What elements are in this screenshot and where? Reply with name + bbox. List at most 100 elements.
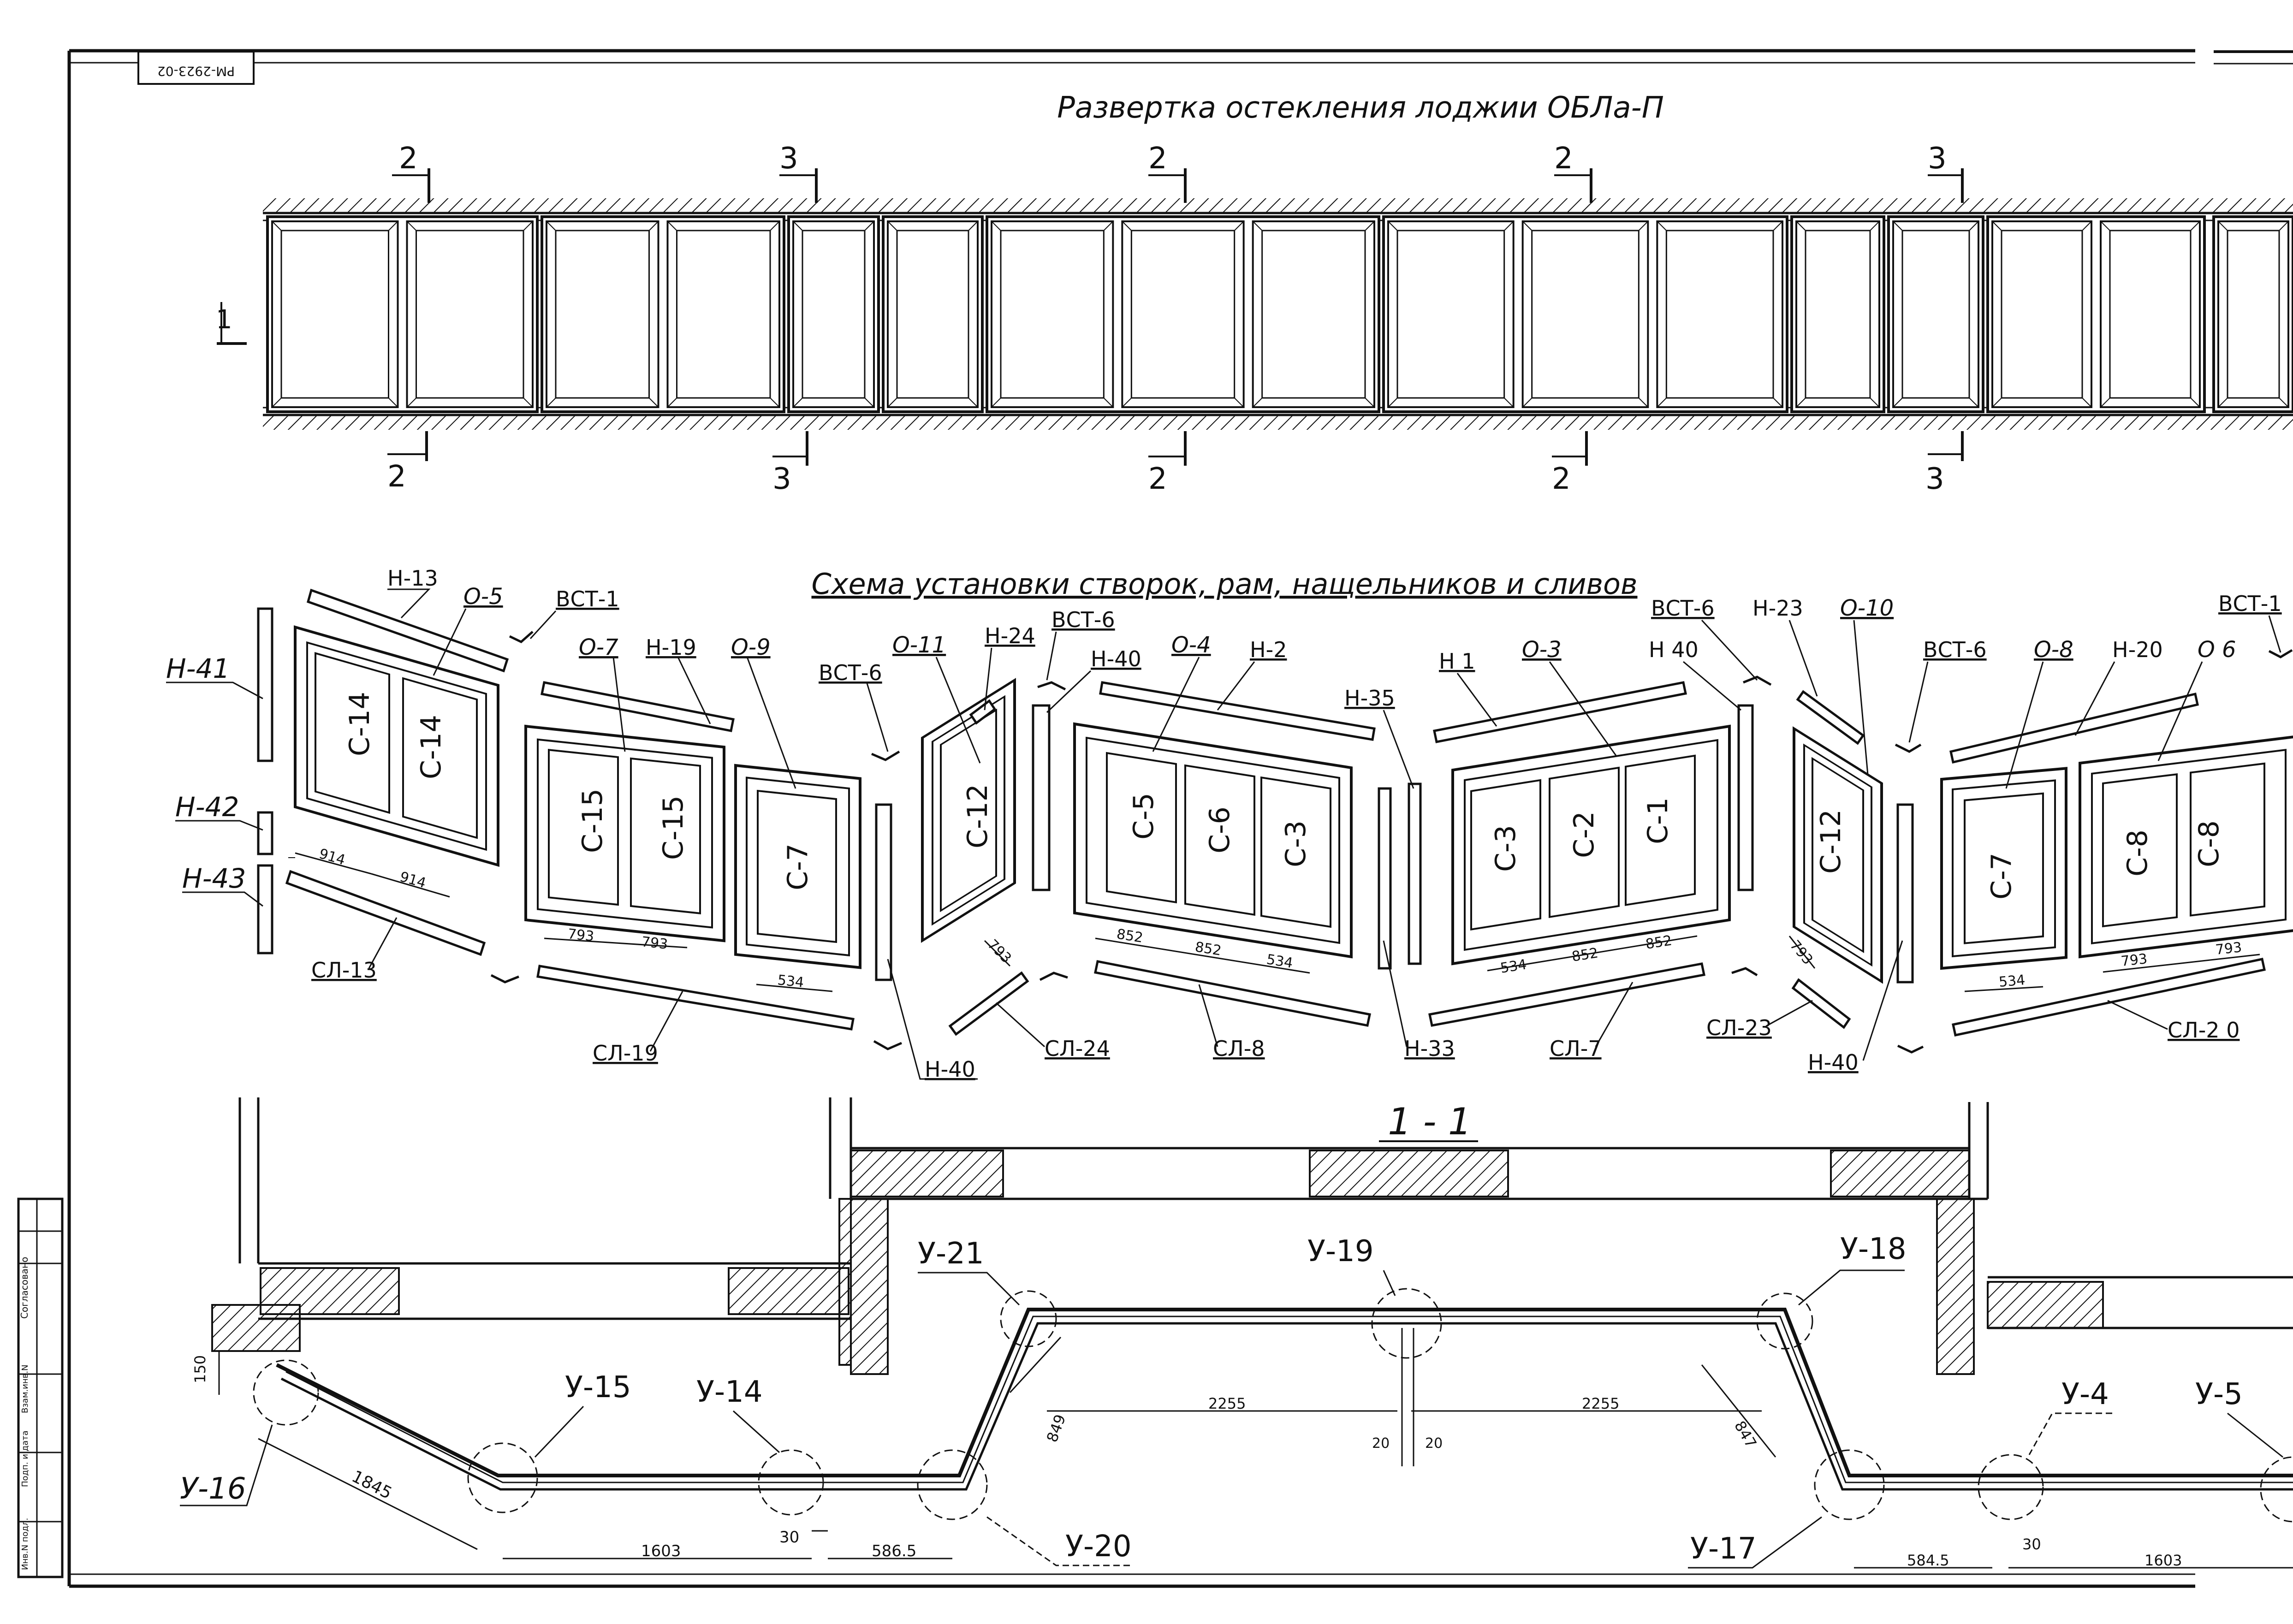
svg-text:793: 793	[641, 934, 669, 953]
svg-text:О-3: О-3	[1522, 637, 1562, 663]
svg-text:У-15: У-15	[565, 1370, 631, 1405]
svg-text:У-14: У-14	[696, 1375, 763, 1409]
unfold-miter-line	[523, 397, 533, 408]
unfold-miter-line	[1796, 397, 1806, 408]
stamp-text: РМ-2923-02	[157, 64, 235, 79]
svg-text:793: 793	[2120, 951, 2148, 970]
unfold-glass	[1261, 230, 1366, 399]
svg-text:914: 914	[317, 846, 347, 868]
unfold-miter-line	[1103, 397, 1114, 408]
unfold-glass	[416, 230, 524, 399]
svg-text:2: 2	[1148, 142, 1167, 176]
frame-o3	[1451, 724, 1731, 966]
strips	[257, 588, 2266, 1037]
svg-text:У-5: У-5	[2195, 1377, 2243, 1411]
unfold-miter-line	[991, 221, 1001, 231]
svg-text:2255: 2255	[1208, 1395, 1246, 1412]
svg-text:586.5: 586.5	[872, 1542, 916, 1560]
frame-o7	[524, 724, 725, 942]
svg-text:852: 852	[1645, 932, 1673, 953]
unfold-miter-line	[2100, 397, 2110, 408]
svg-text:О-5: О-5	[463, 584, 503, 610]
svg-text:1845: 1845	[349, 1467, 395, 1503]
unfold-miter-line	[1773, 397, 1783, 408]
glazing-unfold	[263, 198, 2293, 430]
unfold-miter-line	[1870, 397, 1880, 408]
part-label: ВСТ-6	[1908, 637, 1987, 743]
svg-text:О-8: О-8	[2034, 637, 2073, 663]
svg-text:ВСТ-6: ВСТ-6	[1923, 637, 1987, 662]
unfold-miter-line	[887, 221, 897, 231]
svg-text:1: 1	[216, 305, 232, 335]
svg-text:534: 534	[1499, 956, 1528, 977]
part-label: О-3	[1522, 637, 1617, 757]
part-label: Н-43	[182, 863, 263, 907]
unfold-miter-line	[2100, 221, 2110, 231]
svg-text:2: 2	[1552, 462, 1571, 496]
sheet-frame	[67, 49, 2293, 1588]
unfold-frames	[266, 215, 2293, 413]
unfold-glass	[676, 230, 771, 399]
node-label: У-21	[918, 1237, 1020, 1306]
sash-label: С-2	[1568, 811, 1600, 858]
svg-text:О 6: О 6	[2198, 637, 2236, 663]
section-mark-bottom-5: 3	[1925, 431, 1964, 496]
svg-text:852: 852	[1116, 926, 1144, 946]
unfold-miter-line	[1893, 221, 1903, 231]
svg-text:Н 40: Н 40	[1649, 637, 1699, 662]
svg-text:30: 30	[2022, 1535, 2041, 1553]
unfold-miter-line	[1122, 397, 1132, 408]
svg-text:У-21: У-21	[918, 1237, 984, 1271]
part-label: Н-23	[1752, 596, 1818, 697]
unfold-miter-line	[2082, 221, 2092, 231]
node-labels: У-21 У-19 У-18 У-15 У-14 У-16 У-20 У-17 …	[180, 1232, 2283, 1569]
unfold-miter-line	[887, 397, 897, 408]
frame-o4	[1073, 722, 1353, 959]
svg-text:Н-23: Н-23	[1752, 596, 1803, 621]
unfold-miter-line	[1657, 397, 1667, 408]
unfold-miter-line	[406, 221, 417, 231]
svg-text:3: 3	[779, 142, 798, 176]
svg-text:У-17: У-17	[1690, 1532, 1757, 1566]
svg-text:534: 534	[777, 972, 805, 991]
svg-text:2255: 2255	[1582, 1395, 1619, 1412]
svg-text:У-4: У-4	[2061, 1377, 2109, 1411]
unfold-miter-line	[388, 221, 398, 231]
svg-text:Н-40: Н-40	[1808, 1050, 1859, 1075]
part-label: О-7	[579, 634, 626, 752]
svg-text:СЛ-8: СЛ-8	[1213, 1036, 1265, 1061]
unfold-miter-line	[272, 397, 282, 408]
unfold-glass	[2109, 230, 2192, 399]
svg-text:20: 20	[1372, 1435, 1390, 1452]
unfold-miter-line	[1969, 397, 1979, 408]
section-mark-top-2: 3	[779, 142, 818, 203]
part-label: ВСТ-6	[819, 660, 889, 752]
unfold-miter-line	[1103, 221, 1114, 231]
svg-text:ВСТ-6: ВСТ-6	[819, 660, 882, 685]
section-mark-side: 1	[216, 302, 247, 345]
title-cell-inventory-original: Инв.N подл.	[20, 1518, 30, 1570]
part-label: СЛ-23	[1706, 1000, 1813, 1040]
frame-o8	[1940, 767, 2067, 970]
scheme-title: Схема установки створок, рам, нащельнико…	[811, 567, 1637, 601]
unfold-miter-line	[667, 221, 677, 231]
svg-text:СЛ-19: СЛ-19	[593, 1041, 658, 1066]
unfold-miter-line	[1503, 397, 1514, 408]
corner-pieces	[490, 631, 2293, 1054]
svg-text:ВСТ-6: ВСТ-6	[1051, 607, 1115, 632]
sash-label: С-1	[1642, 797, 1674, 844]
section-mark-top-3: 2	[1148, 142, 1187, 203]
unfold-miter-line	[667, 397, 677, 408]
part-label: Н-13	[387, 566, 438, 619]
unfold-glass	[280, 230, 389, 399]
unfold-title: Развертка остекления лоджии ОБЛа-П	[1057, 91, 1664, 125]
svg-text:Н-19: Н-19	[646, 635, 696, 660]
sash-label: С-14	[344, 692, 376, 756]
unfold-miter-line	[406, 397, 417, 408]
unfold-glass	[1901, 230, 1970, 399]
part-label: О-5	[433, 584, 503, 676]
svg-text:1603: 1603	[2144, 1552, 2182, 1569]
unfold-miter-line	[1234, 221, 1244, 231]
svg-text:1603: 1603	[641, 1542, 681, 1560]
sash-label: С-3	[1490, 825, 1522, 872]
